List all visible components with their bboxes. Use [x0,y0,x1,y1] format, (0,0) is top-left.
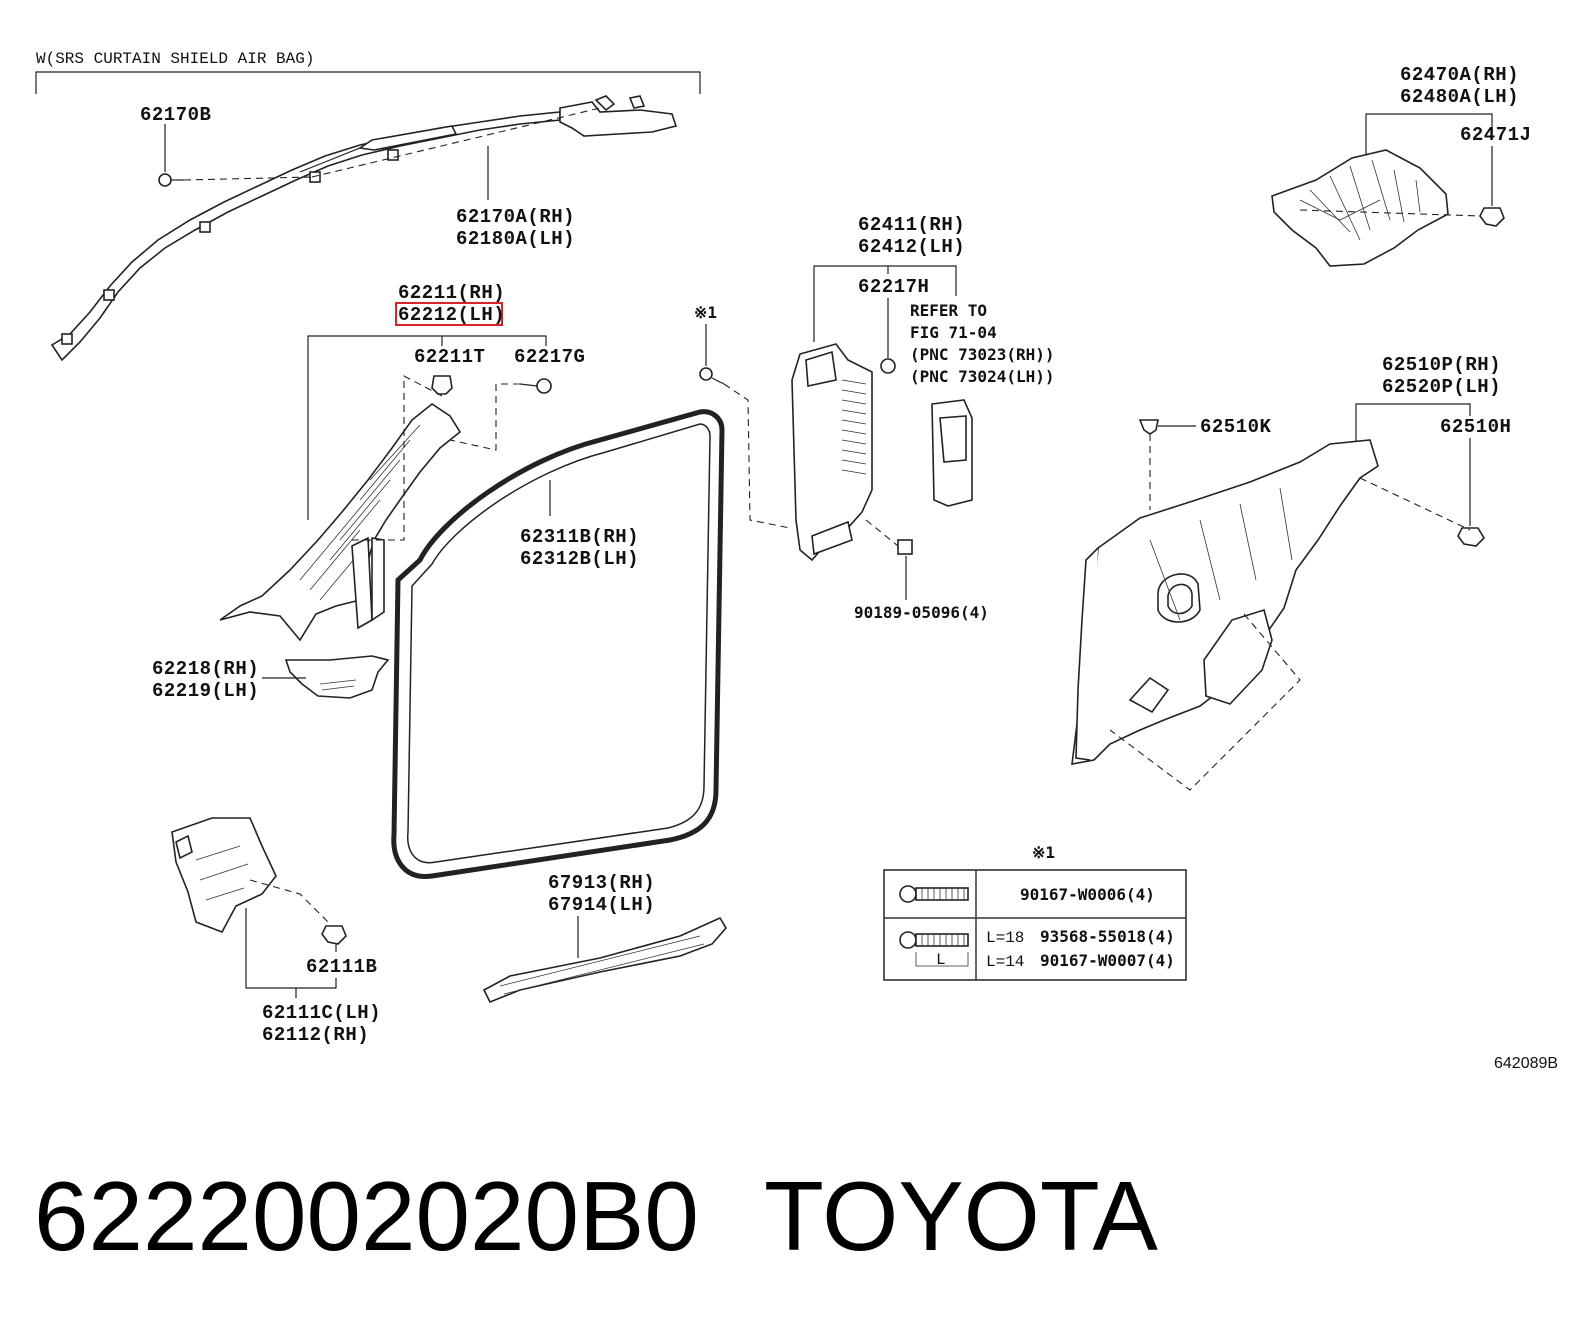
door-opening-weatherstrip[interactable] [391,409,725,879]
label-62170B: 62170B [140,104,211,126]
b-pillar-garnish[interactable] [791,343,873,562]
clip-62111B-icon[interactable] [321,925,347,945]
fastener-row2-len2: L=14 [986,953,1024,971]
dash-quarter-a [1109,613,1301,791]
label-62111B: 62111B [306,956,377,978]
refer-line-3: (PNC 73023(RH)) [910,345,1055,364]
leader-62510P-bracket [1355,403,1471,448]
fastener-row2-part1: 93568-55018(4) [1040,927,1175,946]
label-62211T: 62211T [414,346,485,368]
dash-62510H [1359,477,1471,531]
roof-side-garnish[interactable] [1271,149,1449,267]
label-62312B: 62312B(LH) [520,548,639,570]
label-62510K: 62510K [1200,416,1272,438]
dash-star1 [723,383,791,529]
label-67913: 67913(RH) [548,872,655,894]
screw-row2-icon [899,931,969,967]
a-pillar-garnish[interactable] [219,403,462,642]
seatbelt-anchor-cover[interactable] [931,399,973,507]
refer-line-4: (PNC 73024(LH)) [910,367,1055,386]
label-62211: 62211(RH) [398,282,505,304]
refer-line-1: REFER TO [910,301,987,320]
screw-row1-icon [899,885,969,903]
refer-line-2: FIG 71-04 [910,323,997,342]
leader-62470A-bracket [1365,113,1493,170]
label-62480A: 62480A(LH) [1400,86,1519,108]
label-62111C: 62111C(LH) [262,1002,381,1024]
clip-62217H-icon[interactable] [880,358,896,374]
fastener-dim-letter: L [936,951,946,969]
dash-62170B-b [311,107,601,178]
fastener-row2-len1: L=18 [986,929,1024,947]
airbag-group-bracket [35,71,701,94]
scuff-plate[interactable] [482,916,727,1004]
fastener-row2-part2: 90167-W0007(4) [1040,951,1175,970]
leader-62211-bracket [307,335,547,520]
dash-62211T [352,375,443,541]
label-62212[interactable]: 62212(LH) [398,304,505,326]
label-62510P: 62510P(RH) [1382,354,1501,376]
label-62170A: 62170A(RH) [456,206,575,228]
dash-90189 [865,519,899,547]
fastener-table: ※1 90167-W0006(4) L L=18 93568-55018(4) … [883,843,1187,981]
garnish-62218[interactable] [284,655,390,699]
label-62217H: 62217H [858,276,929,298]
label-star1-top: ※1 [694,303,717,322]
dash-62471J [1299,209,1481,217]
illustration-number: 642089B [1494,1055,1558,1072]
dash-62111B [249,879,331,925]
dash-62217G [449,383,520,451]
label-62180A: 62180A(LH) [456,228,575,250]
label-62217G: 62217G [514,346,585,368]
label-62520P: 62520P(LH) [1382,376,1501,398]
label-67914: 67914(LH) [548,894,655,916]
label-90189: 90189-05096(4) [854,603,989,622]
part-number-title: 6222002020B0 [34,1161,699,1271]
airbag-group-label: W(SRS CURTAIN SHIELD AIR BAG) [36,50,314,68]
fastener-table-star: ※1 [1032,843,1055,862]
brand-title: TOYOTA [764,1161,1159,1271]
label-62470A: 62470A(RH) [1400,64,1519,86]
label-62510H: 62510H [1440,416,1511,438]
label-62218: 62218(RH) [152,658,259,680]
clip-62510H-icon[interactable] [1457,527,1486,547]
cowl-side-trim[interactable] [171,817,277,933]
label-62311B: 62311B(RH) [520,526,639,548]
leader-62111C-bracket [245,908,337,989]
clip-62471J-icon[interactable] [1479,207,1505,227]
bolt-62170B-icon[interactable] [158,173,184,187]
selected-part-highlight [395,302,503,326]
label-62412: 62412(LH) [858,236,965,258]
screw-62217G-icon[interactable] [519,378,552,394]
fastener-row1-part: 90167-W0006(4) [1020,885,1155,904]
label-62112: 62112(RH) [262,1024,369,1046]
clip-62211T-icon[interactable] [431,375,453,395]
label-62219: 62219(LH) [152,680,259,702]
dash-62170B [183,176,313,181]
clip-62510K-icon[interactable] [1138,419,1159,435]
label-62411: 62411(RH) [858,214,965,236]
curtain-airbag-assembly[interactable] [50,95,678,362]
quarter-trim-panel[interactable] [1071,439,1379,765]
screw-star1-icon[interactable] [699,367,725,385]
label-62471J: 62471J [1460,124,1531,146]
clip-90189-icon[interactable] [897,539,913,555]
leader-62411-bracket [813,265,957,342]
